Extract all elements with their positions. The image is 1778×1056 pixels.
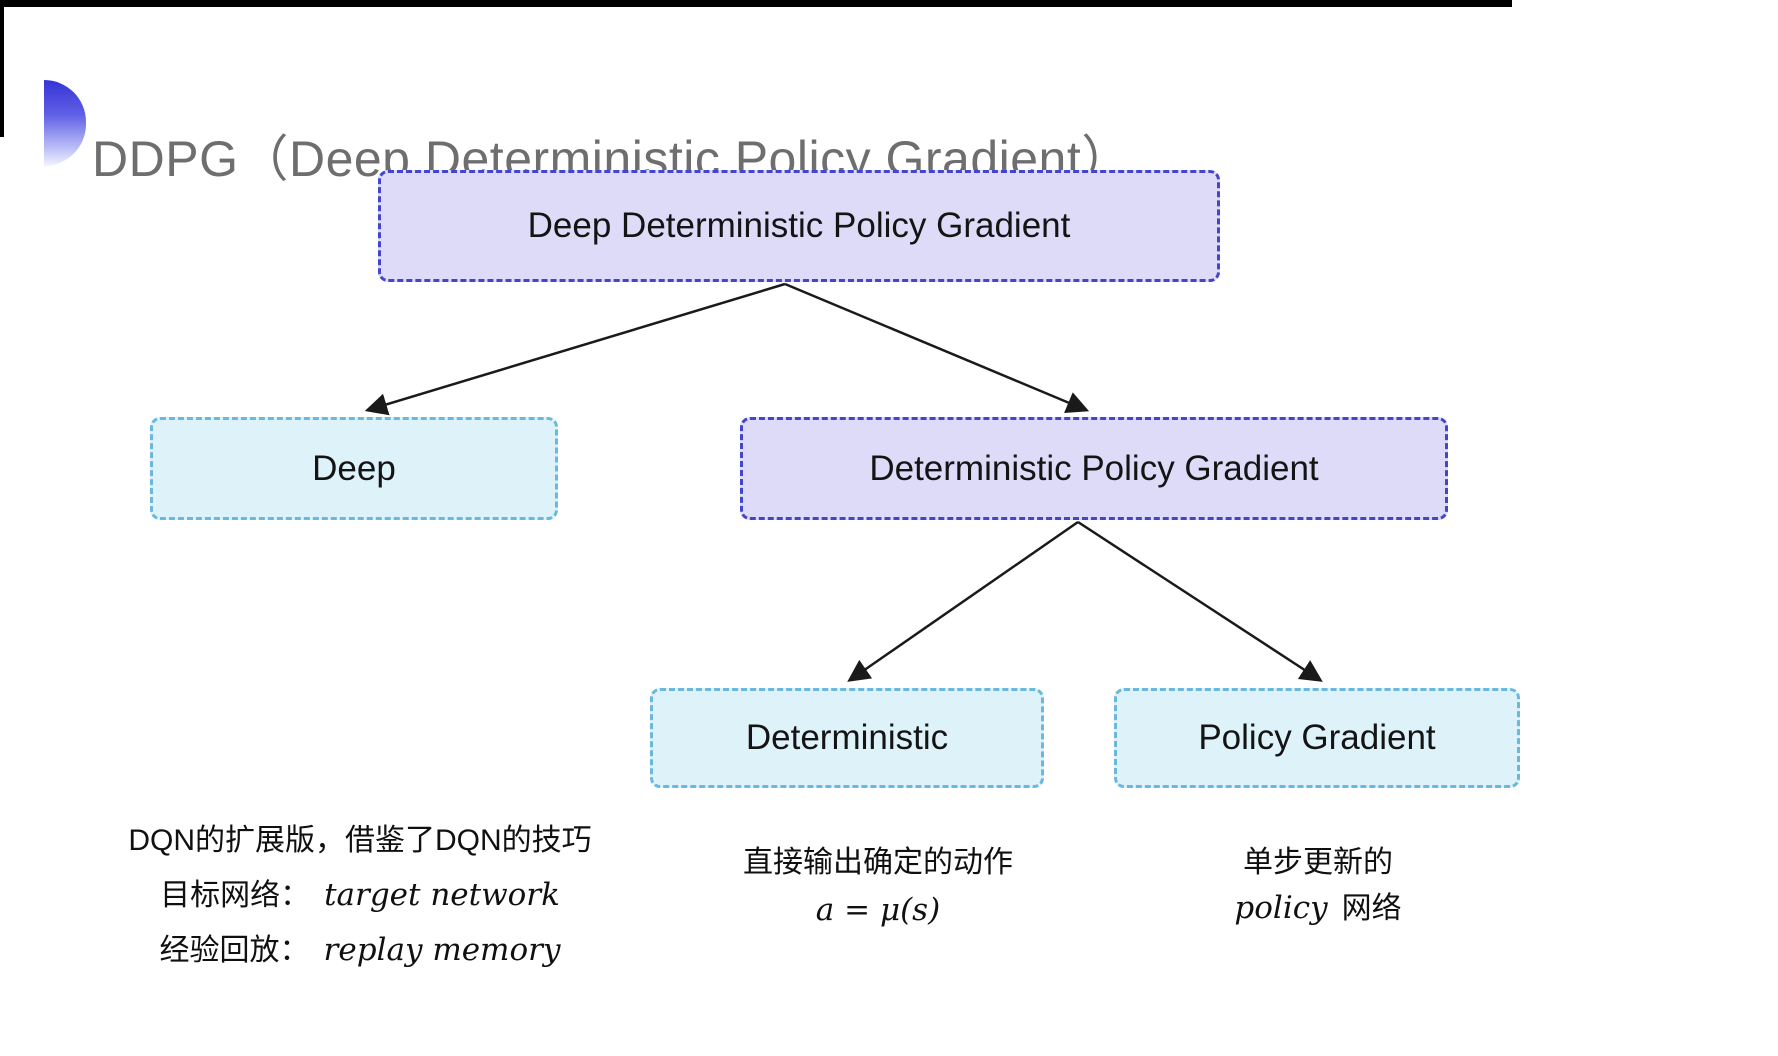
node-label: Deep Deterministic Policy Gradient — [527, 206, 1071, 245]
node-deep: Deep — [150, 417, 558, 520]
node-deep-deterministic-policy-gradient: Deep Deterministic Policy Gradient — [378, 170, 1220, 282]
note-replay-memory: 经验回放： replay memory — [160, 935, 561, 966]
node-label: Deep — [312, 448, 396, 488]
half-circle-bullet-icon — [44, 80, 86, 166]
node-label: Deterministic Policy Gradient — [869, 448, 1319, 488]
edge-root-to-deep — [364, 282, 786, 416]
edge-dpg-to-deterministic — [847, 520, 1079, 682]
node-deterministic-policy-gradient: Deterministic Policy Gradient — [740, 417, 1448, 520]
note-policy-word: policy — [1234, 890, 1328, 926]
note-policy-line2: policy 网络 — [1234, 890, 1401, 936]
left-frame-line — [0, 0, 4, 137]
node-label: Policy Gradient — [1198, 718, 1436, 757]
node-deterministic: Deterministic — [650, 688, 1044, 788]
note-formula: a = μ(s) — [815, 892, 941, 928]
edge-root-to-dpg — [784, 282, 1090, 413]
edge-dpg-to-policy-gradient — [1077, 520, 1323, 682]
note-target-network-label: 目标网络： — [160, 879, 311, 912]
top-frame-line — [0, 0, 1512, 7]
note-deterministic-action: 直接输出确定的动作 a = μ(s) — [698, 846, 1058, 929]
note-policy-network: 单步更新的 policy 网络 — [1138, 848, 1498, 936]
note-dqn-extension: DQN的扩展版，借鉴了DQN的技巧 目标网络： target network 经… — [110, 826, 610, 990]
note-deterministic-line1: 直接输出确定的动作 — [743, 846, 1013, 879]
node-label: Deterministic — [745, 718, 949, 757]
note-replay-memory-value: replay memory — [323, 932, 561, 968]
note-target-network: 目标网络： target network — [160, 880, 560, 911]
note-policy-line1: 单步更新的 — [1243, 846, 1393, 879]
node-policy-gradient: Policy Gradient — [1114, 688, 1520, 788]
note-replay-memory-label: 经验回放： — [159, 934, 310, 967]
note-target-network-value: target network — [324, 877, 560, 913]
note-policy-rest: 网络 — [1341, 892, 1402, 925]
note-dqn-line1: DQN的扩展版，借鉴了DQN的技巧 — [128, 824, 592, 857]
